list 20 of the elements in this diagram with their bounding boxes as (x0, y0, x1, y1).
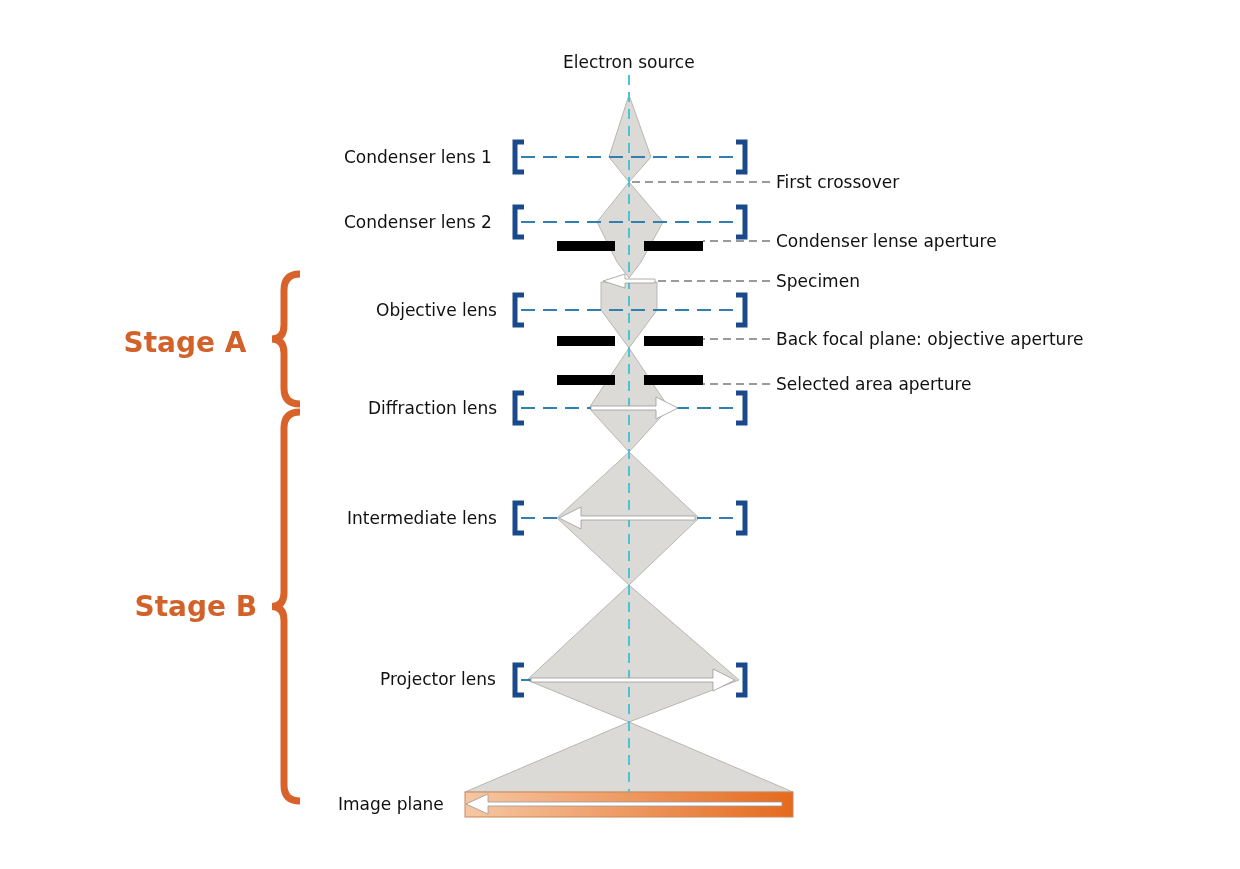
leader-line (656, 280, 771, 282)
callout-label: Selected area aperture (776, 374, 972, 394)
source-label: Electron source (563, 52, 695, 72)
lens-label: Condenser lens 1 (344, 147, 492, 167)
lens-label: Condenser lens 2 (344, 212, 492, 232)
callout-label: First crossover (776, 172, 900, 192)
leader-line (702, 338, 771, 340)
leader-line (630, 181, 771, 183)
stage-label: Stage A (123, 327, 247, 359)
lens-label: Image plane (338, 794, 444, 814)
lens-label: Intermediate lens (347, 508, 497, 528)
callout-label: Back focal plane: objective aperture (776, 329, 1084, 349)
lens-label: Projector lens (380, 669, 496, 689)
stage-label: Stage B (134, 591, 258, 623)
leader-line (702, 383, 771, 385)
callout-label: Specimen (776, 271, 860, 291)
leader-line (702, 240, 771, 242)
callout-label: Condenser lense aperture (776, 231, 997, 251)
lens-label: Diffraction lens (368, 398, 498, 418)
lens-label: Objective lens (376, 300, 497, 320)
